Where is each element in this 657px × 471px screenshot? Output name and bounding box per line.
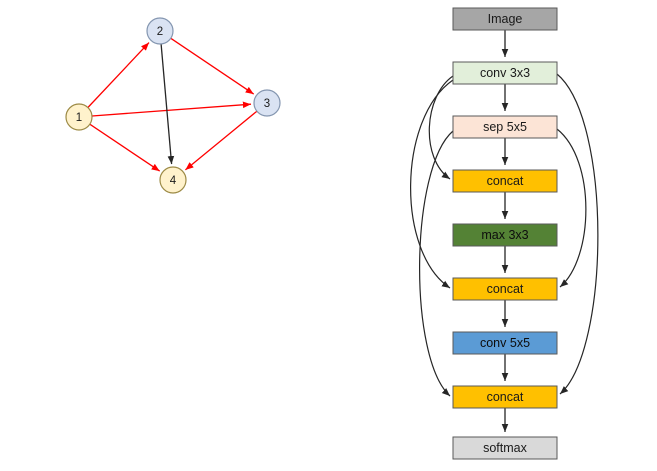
layer-sep5x5: sep 5x5 — [452, 115, 558, 139]
edge-1-2 — [87, 42, 150, 108]
layer-concat-2: concat — [452, 277, 558, 301]
layer-sep5x5-label: sep 5x5 — [483, 120, 527, 134]
layer-image: Image — [452, 7, 558, 31]
graph-node-4: 4 — [159, 166, 187, 194]
layer-conv5x5: conv 5x5 — [452, 331, 558, 355]
edge-3-4 — [184, 110, 258, 171]
layer-image-label: Image — [488, 12, 523, 26]
graph-node-2-circle — [146, 17, 174, 45]
layer-max3x3: max 3x3 — [452, 223, 558, 247]
edge-2-4 — [160, 43, 175, 165]
layer-concat-1-box — [452, 169, 558, 193]
layer-conv3x3-label: conv 3x3 — [480, 66, 530, 80]
layer-concat-3: concat — [452, 385, 558, 409]
edge-1-3 — [91, 101, 252, 117]
layer-image-box — [452, 7, 558, 31]
layer-conv5x5-label: conv 5x5 — [480, 336, 530, 350]
graph-node-3-circle — [253, 89, 281, 117]
graph-node-1-circle — [65, 103, 93, 131]
layer-max3x3-label: max 3x3 — [481, 228, 528, 242]
graph-node-1: 1 — [65, 103, 93, 131]
layer-concat-3-label: concat — [487, 390, 524, 404]
layer-max3x3-box — [452, 223, 558, 247]
layer-concat-2-box — [452, 277, 558, 301]
layer-sep5x5-box — [452, 115, 558, 139]
graph-node-4-label: 4 — [170, 175, 177, 187]
graph-node-2: 2 — [146, 17, 174, 45]
graph-node-3: 3 — [253, 89, 281, 117]
graph-node-3-label: 3 — [264, 98, 270, 110]
layer-conv3x3: conv 3x3 — [452, 61, 558, 85]
skip-sep5x5-to-concat-2 — [556, 128, 587, 288]
edge-1-4 — [89, 123, 161, 172]
layer-concat-2-label: concat — [487, 282, 524, 296]
layer-softmax: softmax — [452, 436, 558, 460]
graph-node-2-label: 2 — [157, 26, 163, 38]
skip-sep5x5-to-concat-3 — [419, 130, 454, 397]
edge-2-3 — [170, 37, 255, 95]
layer-softmax-label: softmax — [483, 441, 528, 455]
layer-concat-3-box — [452, 385, 558, 409]
layer-conv3x3-box — [452, 61, 558, 85]
dag-graph-panel: 1 2 3 4 — [65, 17, 281, 194]
layer-concat-1: concat — [452, 169, 558, 193]
graph-node-1-label: 1 — [76, 112, 82, 124]
skip-conv3x3-to-concat-3 — [556, 73, 599, 395]
layer-conv5x5-box — [452, 331, 558, 355]
skip-conv3x3-to-concat-1 — [428, 75, 454, 180]
architecture-panel: Image conv 3x3 sep 5x5 concat max 3x3 co… — [410, 7, 599, 460]
layer-concat-1-label: concat — [487, 174, 524, 188]
layer-softmax-box — [452, 436, 558, 460]
skip-conv3x3-to-concat-2 — [410, 79, 454, 289]
graph-node-4-circle — [159, 166, 187, 194]
